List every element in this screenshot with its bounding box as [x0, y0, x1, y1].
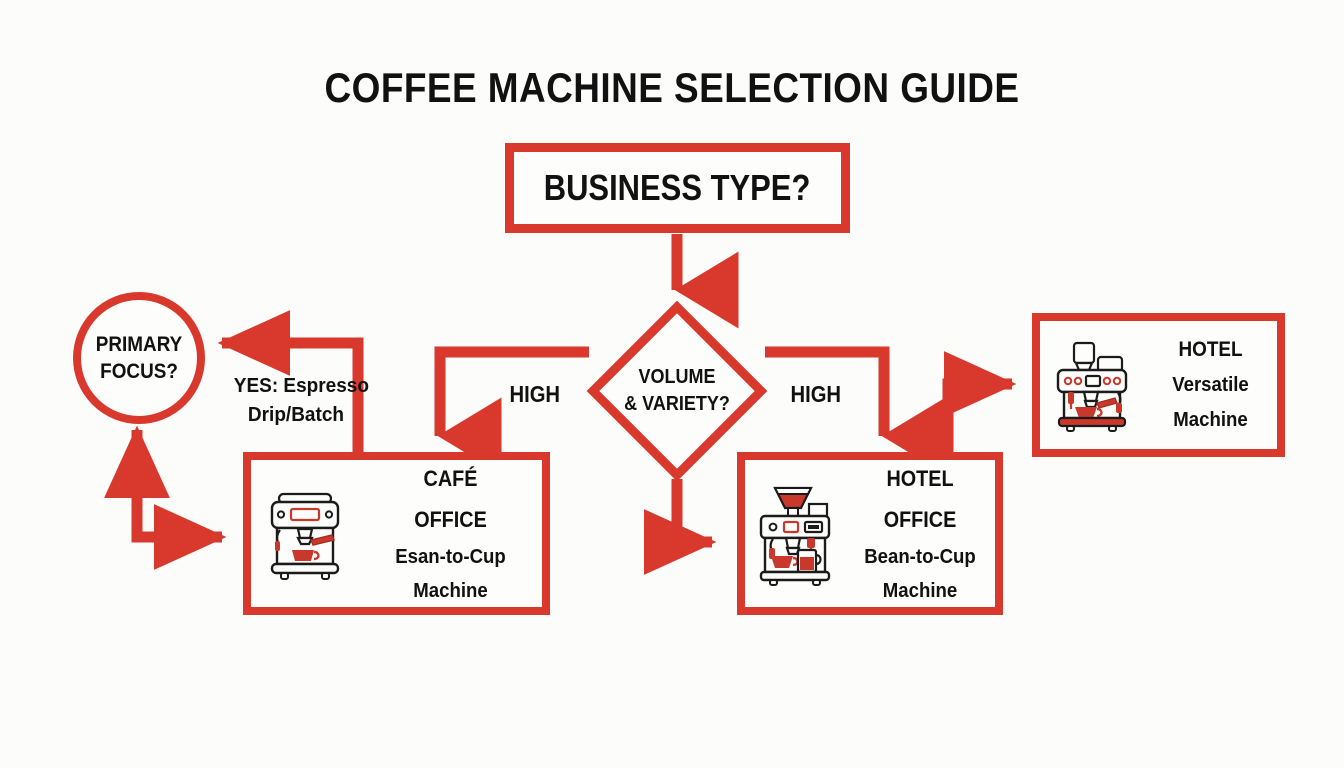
- edge-label-yes-espresso-line1: YES: Espresso: [233, 375, 369, 397]
- edge-volume-bottom-to-hotel-office: [643, 479, 717, 575]
- edge-volume-to-hotel-office-high: [765, 346, 946, 475]
- versatile-coffee-machine-icon: [1040, 337, 1144, 433]
- node-hotel-versatile-line1: HOTEL: [1178, 338, 1243, 362]
- page-title: COFFEE MACHINE SELECTION GUIDE: [324, 64, 1020, 111]
- node-volume-variety[interactable]: VOLUME & VARIETY?: [593, 307, 761, 475]
- edge-label-high-left: HIGH: [509, 381, 561, 407]
- node-primary-focus-line1: PRIMARY: [95, 332, 183, 356]
- node-primary-focus-line2: FOCUS?: [100, 360, 178, 383]
- node-hotel-office-line3: Bean-to-Cup Machine: [864, 546, 976, 603]
- node-cafe-office-line2: OFFICE: [414, 506, 487, 532]
- edge-label-yes-espresso: YES: Espresso Drip/Batch: [228, 372, 369, 430]
- node-volume-variety-line1: VOLUME: [638, 366, 716, 388]
- volume-variety-diamond-shape: [586, 300, 768, 482]
- node-cafe-office-line3: Esan-to-Cup Machine: [395, 546, 506, 603]
- node-hotel-office-line1: HOTEL: [886, 465, 954, 491]
- node-hotel-versatile[interactable]: HOTEL Versatile Machine: [1032, 313, 1285, 457]
- node-hotel-office-line2: OFFICE: [883, 506, 957, 532]
- node-volume-variety-label: VOLUME & VARIETY?: [593, 364, 761, 418]
- node-cafe-office-labels: CAFÉ OFFICE Esan-to-Cup Machine: [359, 459, 542, 608]
- node-hotel-office-labels: HOTEL OFFICE Bean-to-Cup Machine: [845, 459, 995, 608]
- edge-label-high-right: HIGH: [790, 381, 842, 407]
- node-hotel-versatile-labels: HOTEL Versatile Machine: [1144, 332, 1277, 438]
- node-cafe-office-line1: CAFÉ: [423, 465, 478, 491]
- edge-primary-focus-to-cafe: [131, 441, 227, 570]
- node-business-type[interactable]: BUSINESS TYPE?: [505, 143, 850, 233]
- edge-volume-to-cafe-high: [434, 346, 589, 475]
- bean-to-cup-machine-icon: [745, 482, 845, 586]
- espresso-machine-icon: [251, 486, 359, 582]
- node-primary-focus[interactable]: PRIMARY FOCUS?: [73, 292, 205, 424]
- node-volume-variety-line2: & VARIETY?: [624, 393, 730, 415]
- edge-label-yes-espresso-line2: Drip/Batch: [247, 404, 344, 426]
- node-hotel-office[interactable]: HOTEL OFFICE Bean-to-Cup Machine: [737, 452, 1003, 615]
- node-hotel-versatile-line2: Versatile: [1172, 373, 1249, 396]
- node-hotel-versatile-line3: Machine: [1173, 408, 1248, 431]
- node-primary-focus-label: PRIMARY FOCUS?: [91, 331, 187, 386]
- node-business-type-label: BUSINESS TYPE?: [544, 167, 811, 208]
- edge-cafe-to-primary-focus: [217, 310, 364, 456]
- node-cafe-office[interactable]: CAFÉ OFFICE Esan-to-Cup Machine: [243, 452, 550, 615]
